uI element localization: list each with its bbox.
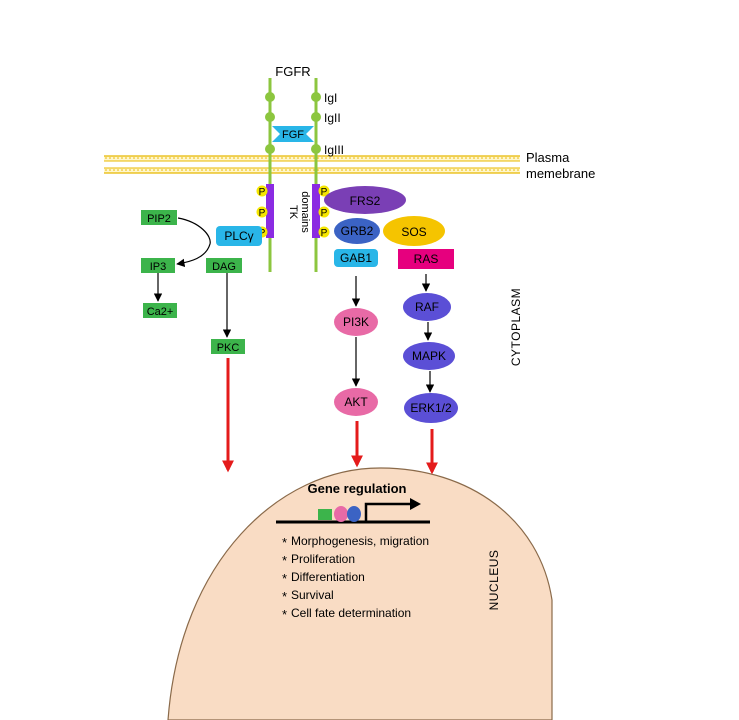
erk-oval xyxy=(404,393,458,423)
raf-label: RAF xyxy=(415,300,439,314)
tk-domain-left xyxy=(266,184,274,238)
frs2-oval xyxy=(324,186,406,214)
phospho-label: P xyxy=(321,187,328,198)
pkc-box xyxy=(211,339,245,354)
pip2-label: PIP2 xyxy=(147,213,171,225)
outcome-bullet: * xyxy=(282,607,287,622)
signal-arrows xyxy=(351,274,435,393)
outcome-item: Morphogenesis, migration xyxy=(291,534,429,548)
gene-regulation-title: Gene regulation xyxy=(308,481,407,496)
sos-oval xyxy=(383,216,445,246)
domain-label-igi: IgI xyxy=(324,91,337,105)
fgfr-receptor xyxy=(256,78,330,272)
akt-label: AKT xyxy=(344,395,368,409)
ras-label: RAS xyxy=(414,252,439,266)
membrane-label-2: memebrane xyxy=(526,166,595,181)
gab1-label: GAB1 xyxy=(340,251,372,265)
ca2-label: Ca2+ xyxy=(147,306,174,318)
pkc-label: PKC xyxy=(217,342,240,354)
mapk-label: MAPK xyxy=(412,349,446,363)
ras-box xyxy=(398,249,454,269)
phospho-label: P xyxy=(321,208,328,219)
outcome-bullet: * xyxy=(282,571,287,586)
mapk-oval xyxy=(403,342,455,370)
phospho-label: P xyxy=(259,187,266,198)
plasma-membrane xyxy=(104,155,520,174)
gene-regulation-graphic xyxy=(276,498,430,524)
pi3k-label: PI3K xyxy=(343,315,369,329)
domain-label-igii: IgII xyxy=(324,111,341,125)
ig-domain-dots xyxy=(265,92,321,154)
outcome-bullet: * xyxy=(282,553,287,568)
outcome-item: Differentiation xyxy=(291,570,365,584)
pi3k-oval xyxy=(334,308,378,336)
fgfr-label: FGFR xyxy=(275,64,310,79)
fgf-label: FGF xyxy=(282,129,304,141)
outcome-item: Survival xyxy=(291,588,334,602)
tk-domain-right xyxy=(312,184,320,238)
outcome-item: Cell fate determination xyxy=(291,606,411,620)
phospho-label: P xyxy=(321,228,328,239)
sos-label: SOS xyxy=(401,225,426,239)
ca2-box xyxy=(143,303,177,318)
plcg-arrows xyxy=(153,217,232,338)
outcome-list: * Morphogenesis, migration * Proliferati… xyxy=(282,534,429,622)
dag-label: DAG xyxy=(212,261,236,273)
outcome-bullet: * xyxy=(282,589,287,604)
plcg-label: PLCγ xyxy=(224,229,253,243)
tk-label-2: domains xyxy=(299,191,311,233)
phospho-label: P xyxy=(259,228,266,239)
nuclear-translocation-arrows xyxy=(222,358,438,475)
cytoplasm-label: CYTOPLASM xyxy=(509,288,523,366)
ip3-label: IP3 xyxy=(150,261,167,273)
frs2-label: FRS2 xyxy=(350,194,381,208)
fgf-ligand xyxy=(272,126,314,142)
tk-label-1: TK xyxy=(287,205,299,220)
nucleus xyxy=(167,467,553,720)
gab1-box xyxy=(334,249,378,267)
raf-oval xyxy=(403,293,451,321)
pip2-box xyxy=(141,210,177,225)
nucleus-label: NUCLEUS xyxy=(487,550,501,611)
akt-oval xyxy=(334,388,378,416)
ip3-box xyxy=(141,258,175,273)
grb2-label: GRB2 xyxy=(341,224,374,238)
membrane-label-1: Plasma xyxy=(526,150,570,165)
outcome-bullet: * xyxy=(282,535,287,550)
phospho-label: P xyxy=(259,208,266,219)
erk-label: ERK1/2 xyxy=(410,401,452,415)
domain-label-igiii: IgIII xyxy=(324,143,344,157)
dag-box xyxy=(206,258,242,273)
grb2-oval xyxy=(334,218,380,244)
plcg-box xyxy=(216,226,262,246)
outcome-item: Proliferation xyxy=(291,552,355,566)
